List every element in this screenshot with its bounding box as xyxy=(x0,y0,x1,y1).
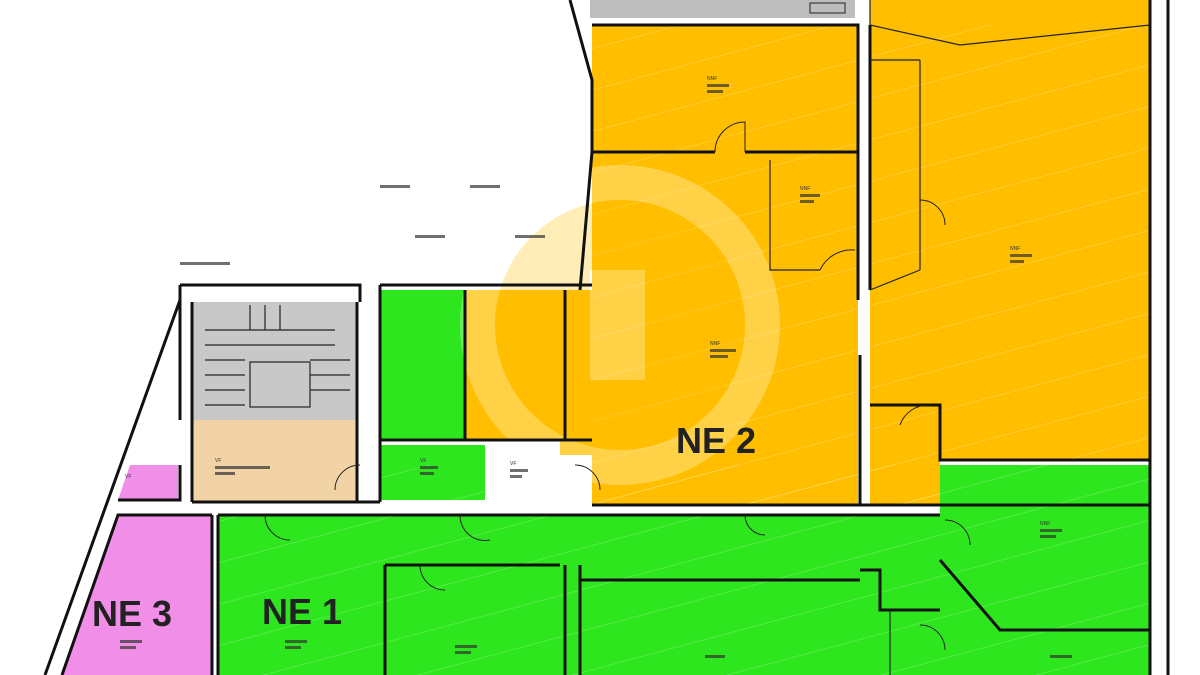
unit-ne3-area xyxy=(62,465,212,675)
common-hall xyxy=(192,420,357,502)
room-tag: NNF xyxy=(710,341,720,347)
room-annotations: NNF NNF NNF NNF NNF VF VF VF VF xyxy=(120,76,1072,658)
room-tag: NNF xyxy=(707,76,717,82)
watermark-logo-icon xyxy=(460,165,780,485)
ne3-zone-main xyxy=(62,515,212,675)
ne2-zone-top-strip xyxy=(870,0,1150,25)
room-tag: VF xyxy=(510,461,516,467)
unit-label-ne2: NE 2 xyxy=(676,420,756,461)
top-utility-strip xyxy=(590,0,855,18)
room-tag: VF xyxy=(215,458,221,464)
doors xyxy=(264,121,971,651)
room-tag: VF xyxy=(420,458,426,464)
walls xyxy=(43,0,1170,675)
ne3-zone-small xyxy=(118,465,178,500)
room-tag: NNF xyxy=(800,186,810,192)
room-tag: NNF xyxy=(1040,521,1050,527)
stairwell xyxy=(192,302,357,420)
unit-label-ne3: NE 3 xyxy=(92,593,172,634)
unit-ne1-area xyxy=(218,290,1150,675)
unit-label-ne1: NE 1 xyxy=(262,591,342,632)
room-tag: NNF xyxy=(1010,246,1020,252)
ne1-zone-wc xyxy=(380,290,465,440)
room-tag: VF xyxy=(125,474,131,480)
ne2-zone-wc xyxy=(465,290,565,440)
